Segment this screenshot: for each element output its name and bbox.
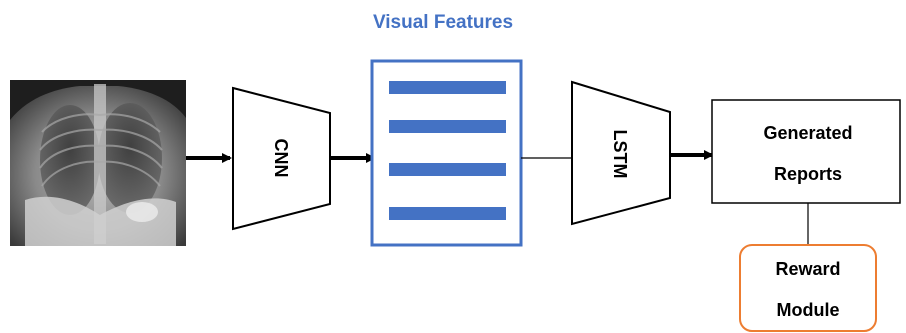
- reward-module-line2: Module: [777, 300, 840, 320]
- generated-reports-line1: Generated: [763, 123, 852, 143]
- reward-module-line1: Reward: [775, 259, 840, 279]
- lstm-block: LSTM: [571, 80, 671, 226]
- lstm-label: LSTM: [610, 130, 630, 179]
- reward-module-box: Reward Module: [739, 244, 877, 332]
- visual-features-box: [370, 59, 523, 247]
- feature-bar: [389, 120, 506, 133]
- cnn-block: CNN: [232, 86, 331, 231]
- visual-features-title: Visual Features: [373, 12, 513, 33]
- generated-reports-box: Generated Reports: [711, 99, 901, 204]
- feature-bar: [389, 81, 506, 94]
- feature-bar: [389, 163, 506, 176]
- generated-reports-line2: Reports: [774, 164, 842, 184]
- chest-xray-image: [10, 80, 186, 246]
- cnn-label: CNN: [271, 139, 291, 178]
- feature-bar: [389, 207, 506, 220]
